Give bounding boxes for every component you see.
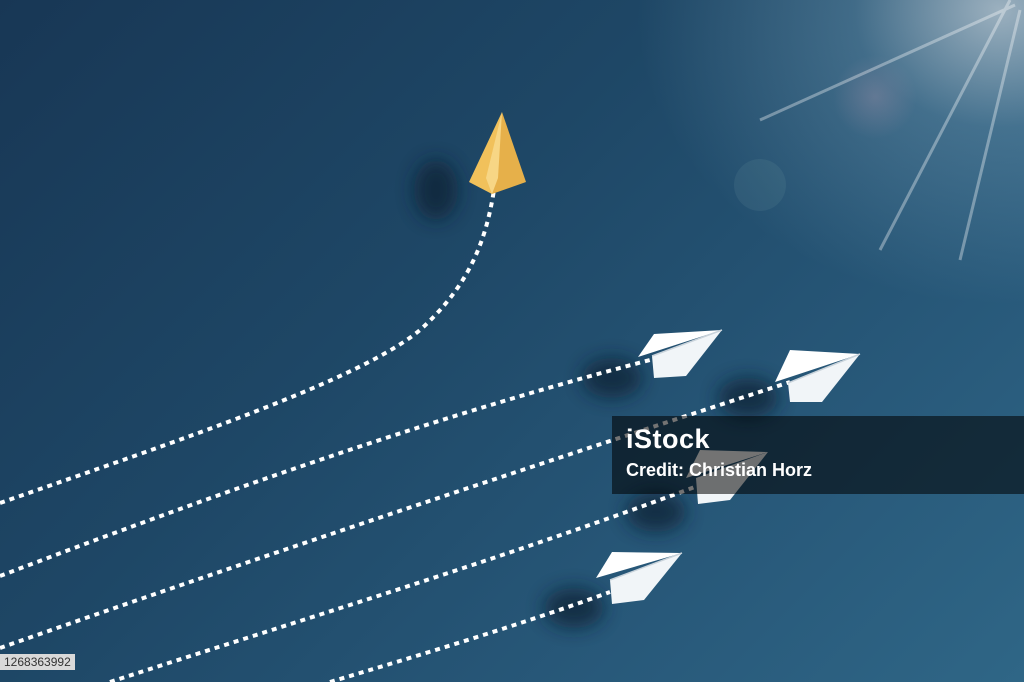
photo-credit: Credit: Christian Horz	[626, 460, 813, 480]
trail-4	[329, 590, 611, 682]
white-paper-plane	[596, 552, 683, 604]
yellow-paper-plane	[469, 112, 526, 194]
lens-flare	[734, 159, 786, 211]
stock-watermark: iStock Credit: Christian Horz	[612, 416, 1024, 494]
plane-shadows	[414, 160, 778, 628]
istock-logo: iStock	[626, 424, 711, 454]
white-paper-plane	[638, 329, 723, 378]
trail-leader	[0, 189, 496, 505]
trail-1	[0, 358, 651, 578]
white-paper-plane	[775, 350, 861, 402]
lens-flare	[833, 55, 917, 139]
trail-3	[109, 483, 701, 682]
photo-id-label: 1268363992	[0, 654, 75, 670]
